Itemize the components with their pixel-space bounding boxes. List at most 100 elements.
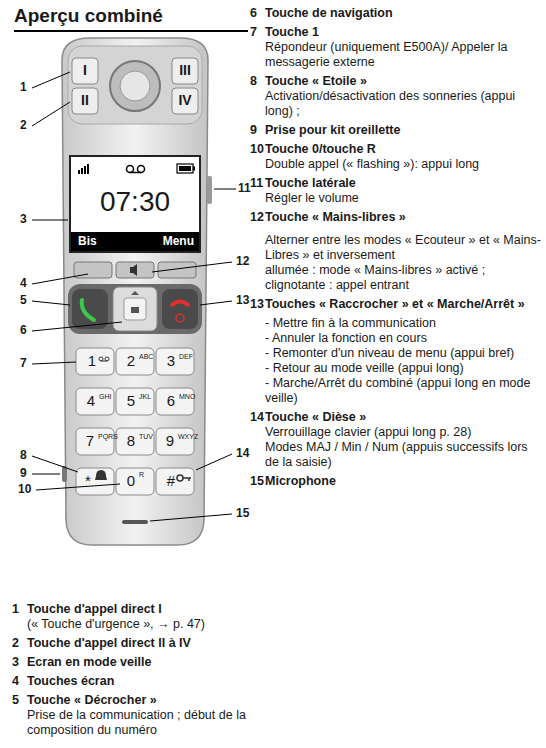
item-list-entry: - Marche/Arrêt du combiné (appui long en…: [265, 376, 542, 406]
key-label: 2: [127, 353, 135, 370]
legend-row: 14Touche « Dièse »: [250, 410, 542, 425]
item-number: 3: [12, 655, 27, 670]
item-number: 13: [250, 297, 265, 312]
direct-key: [172, 88, 198, 114]
key-label: PQRS: [98, 433, 118, 441]
item-description: clignotante : appel entrant: [265, 278, 542, 293]
talk-key: [72, 289, 108, 329]
item-heading: Microphone: [265, 474, 542, 489]
keypad-key: [116, 388, 154, 415]
voicemail-icon: [127, 166, 145, 173]
item-heading: Prise pour kit oreillette: [265, 123, 542, 138]
legend-row: 8Touche « Etoile »: [250, 74, 542, 89]
screen-text: Menu: [163, 235, 194, 248]
item-number: 5: [12, 693, 27, 708]
keypad-key: [116, 468, 154, 495]
callout-number: 14: [236, 447, 249, 460]
callout-number: 4: [20, 277, 27, 290]
nav-arrow: [131, 291, 139, 295]
nav-menu-icon: [131, 307, 139, 313]
item-heading: Ecran en mode veille: [27, 655, 246, 670]
key-label: ABC: [139, 353, 153, 361]
item-heading: Touche de navigation: [265, 6, 542, 21]
key-label: TUV: [139, 433, 153, 441]
item-heading: Touche « Etoile »: [265, 74, 542, 89]
callout-number: 5: [20, 294, 27, 307]
legend-column: 6Touche de navigation7Touche 1Répondeur …: [250, 2, 542, 489]
item-heading: Touche latérale: [265, 176, 542, 191]
legend-row: 5Touche « Décrocher »: [12, 693, 246, 708]
item-number: 14: [250, 410, 265, 425]
item-heading: Touche d'appel direct I: [27, 602, 246, 617]
callout-number: 1: [20, 81, 27, 94]
callout-number: 15: [236, 507, 249, 520]
legend-row: 7Touche 1: [250, 25, 542, 40]
title-underline: [14, 30, 248, 32]
item-number: 2: [12, 636, 27, 651]
key-label: WXYZ: [178, 433, 198, 441]
key-label: 7: [86, 433, 94, 450]
callout-number: 9: [20, 467, 27, 480]
key-label: 0: [127, 473, 135, 490]
nav-ring: [110, 61, 160, 111]
end-key: [162, 289, 198, 329]
microphone: [122, 520, 148, 524]
key-label: 4: [87, 393, 95, 410]
key-label: 3: [167, 353, 175, 370]
legend-row: 2Touche d'appel direct II à IV: [12, 636, 246, 651]
callout-number: 3: [20, 213, 27, 226]
item-heading: Touche « Décrocher »: [27, 693, 246, 708]
nav-key: [113, 287, 157, 331]
key-label: 1: [88, 353, 96, 370]
keypad-key: [156, 428, 194, 455]
key-label: #: [167, 473, 175, 490]
legend-row: 13Touches « Raccrocher » et « Marche/Arr…: [250, 297, 542, 312]
red-handset: [172, 302, 188, 306]
item-list-entry: - Mettre fin à la communication: [265, 316, 542, 331]
keypad-key: [116, 348, 154, 375]
control-panel: [68, 284, 202, 334]
key-label: 6: [167, 393, 175, 410]
key-label: III: [179, 63, 191, 78]
keypad-key: [76, 428, 114, 455]
screen-text: Bis: [78, 235, 97, 248]
signal-icon: [78, 164, 89, 174]
keypad-key: [76, 388, 114, 415]
item-heading: Touche « Mains-libres »: [265, 210, 542, 225]
nav-ring-center: [120, 71, 150, 101]
legend-row: 15Microphone: [250, 474, 542, 489]
item-number: 12: [250, 210, 265, 225]
item-number: 8: [250, 74, 265, 89]
keypad-key: [156, 348, 194, 375]
item-number: 4: [12, 674, 27, 689]
handsfree-key: [116, 262, 154, 278]
legend-row: 1Touche d'appel direct I: [12, 602, 246, 617]
key-label: IV: [178, 93, 191, 108]
item-description: Verrouillage clavier (appui long p. 28): [265, 425, 542, 440]
page-title: Aperçu combiné: [14, 6, 163, 27]
item-number: 7: [250, 25, 265, 40]
item-description: Double appel (« flashing »): appui long: [265, 157, 542, 172]
legend-row: 9Prise pour kit oreillette: [250, 123, 542, 138]
bell-icon: [95, 470, 107, 480]
item-number: 10: [250, 142, 265, 157]
leader-lines: [32, 72, 236, 521]
screen-softkey-bar: [71, 232, 199, 251]
item-heading: Touches « Raccrocher » et « Marche/Arrêt…: [265, 297, 542, 312]
keypad-key: [116, 428, 154, 455]
item-number: 6: [250, 6, 265, 21]
key-label: 5: [127, 393, 135, 410]
key-lock-icon: [177, 475, 191, 481]
keypad: [76, 348, 194, 495]
item-description: Modes MAJ / Min / Num (appuis successifs…: [265, 440, 542, 470]
item-heading: Touche d'appel direct II à IV: [27, 636, 246, 651]
callout-number: 12: [236, 255, 249, 268]
direct-key: [72, 88, 98, 114]
legend-row: 4Touches écran: [12, 674, 246, 689]
legend-row: 12Touche « Mains-libres »: [250, 210, 542, 225]
key-label: DEF: [179, 353, 193, 361]
item-number: 9: [250, 123, 265, 138]
speaker-icon: [130, 264, 137, 276]
key-label: R: [139, 471, 144, 479]
callout-number: 10: [18, 483, 31, 496]
